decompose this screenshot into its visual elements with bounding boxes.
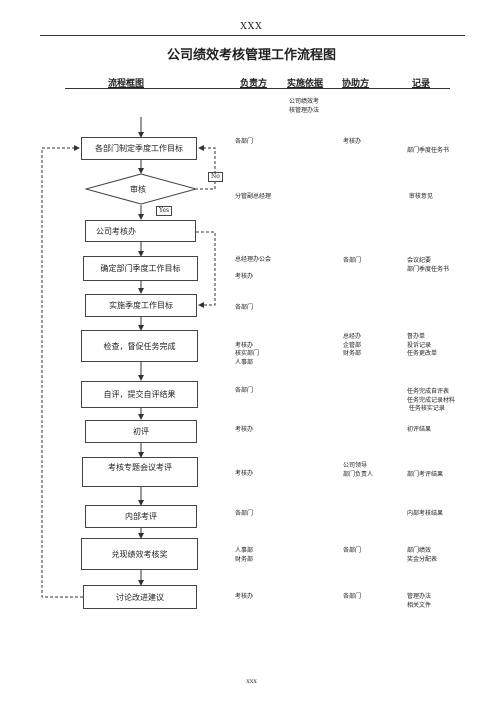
- record-row-3: 会议纪要 部门季度任务书: [407, 257, 450, 273]
- decision-label: 审核: [130, 185, 146, 194]
- column-owner: 负责方: [240, 79, 268, 89]
- flow-step-self-evaluate: 自评，提交自评结果: [81, 381, 198, 408]
- basis-note: 公司绩效考 核管理办法: [289, 98, 320, 114]
- owner-row-8: 考核办: [235, 469, 254, 477]
- assist-row-3: 各部门: [343, 257, 362, 264]
- flow-step-preliminary: 初评: [85, 420, 197, 443]
- flow-step-internal: 内部考评: [85, 505, 197, 528]
- owner-row-4: 各部门: [235, 304, 254, 311]
- flow-step-review-office: 公司考核办: [85, 220, 196, 242]
- flow-step-implement: 实施季度工作目标: [85, 294, 197, 317]
- record-row-1: 部门季度任务书: [407, 146, 450, 154]
- page-header-mark: XXX: [240, 22, 263, 32]
- column-assist: 协助方: [342, 79, 370, 89]
- flow-step-bonus: 兑现绩效考核奖: [81, 538, 198, 570]
- record-row-8: 部门考评结果: [407, 470, 444, 478]
- column-record: 记录: [412, 79, 431, 89]
- owner-row-2: 分管副总经理: [235, 193, 272, 200]
- yes-label: Yes: [156, 206, 173, 216]
- no-label: No: [208, 172, 223, 182]
- column-basis: 实施依据: [287, 79, 324, 89]
- owner-row-3: 总经理办公会 考核办: [235, 256, 272, 280]
- record-row-9: 内部考核结果: [407, 510, 444, 517]
- assist-row-10: 各部门: [343, 547, 362, 554]
- page-footer-mark: XXX: [246, 679, 257, 685]
- record-row-2: 审核意见: [407, 193, 433, 200]
- column-flowchart: 流程框图: [108, 79, 145, 89]
- page-title: 公司绩效考核管理工作流程图: [166, 48, 336, 63]
- flow-step-inspect: 检查，督促任务完成: [81, 330, 198, 362]
- assist-row-8: 公司领导 部门负责人: [343, 462, 374, 478]
- flow-decision-review: [85, 173, 197, 205]
- owner-row-9: 各部门: [235, 510, 254, 517]
- record-row-6: 任务完成自评表 任务完成记录材料 任务核实记录: [407, 388, 456, 412]
- owner-row-11: 考核办: [235, 593, 254, 600]
- flow-step-confirm-targets: 确定部门季度工作目标: [83, 256, 198, 281]
- owner-row-6: 各部门: [235, 387, 254, 394]
- owner-row-10: 人事部 财务部: [235, 547, 254, 563]
- record-row-11: 管理办法 相关文件: [407, 593, 432, 609]
- header-rule: [40, 35, 465, 36]
- flow-step-meeting: 考核专题会议考评: [82, 457, 198, 487]
- owner-row-5: 考核办 核实部门 人事部: [235, 341, 260, 366]
- record-row-5: 督办单 投诉记录 任务更改单: [407, 333, 438, 357]
- assist-row-5: 总经办 企管部 财务部: [343, 333, 362, 357]
- column-rule: [65, 88, 450, 89]
- assist-row-1: 考核办: [343, 138, 362, 145]
- record-row-7: 初评结果: [407, 426, 432, 433]
- flow-step-improve: 讨论改进建议: [83, 585, 197, 609]
- assist-row-11: 各部门: [343, 593, 362, 600]
- owner-row-7: 考核办: [235, 426, 254, 433]
- owner-row-1: 各部门: [235, 138, 254, 145]
- flow-step-set-targets: 各部门制定季度工作目标: [81, 137, 197, 160]
- record-row-10: 部门绩效 奖金分配表: [407, 547, 438, 563]
